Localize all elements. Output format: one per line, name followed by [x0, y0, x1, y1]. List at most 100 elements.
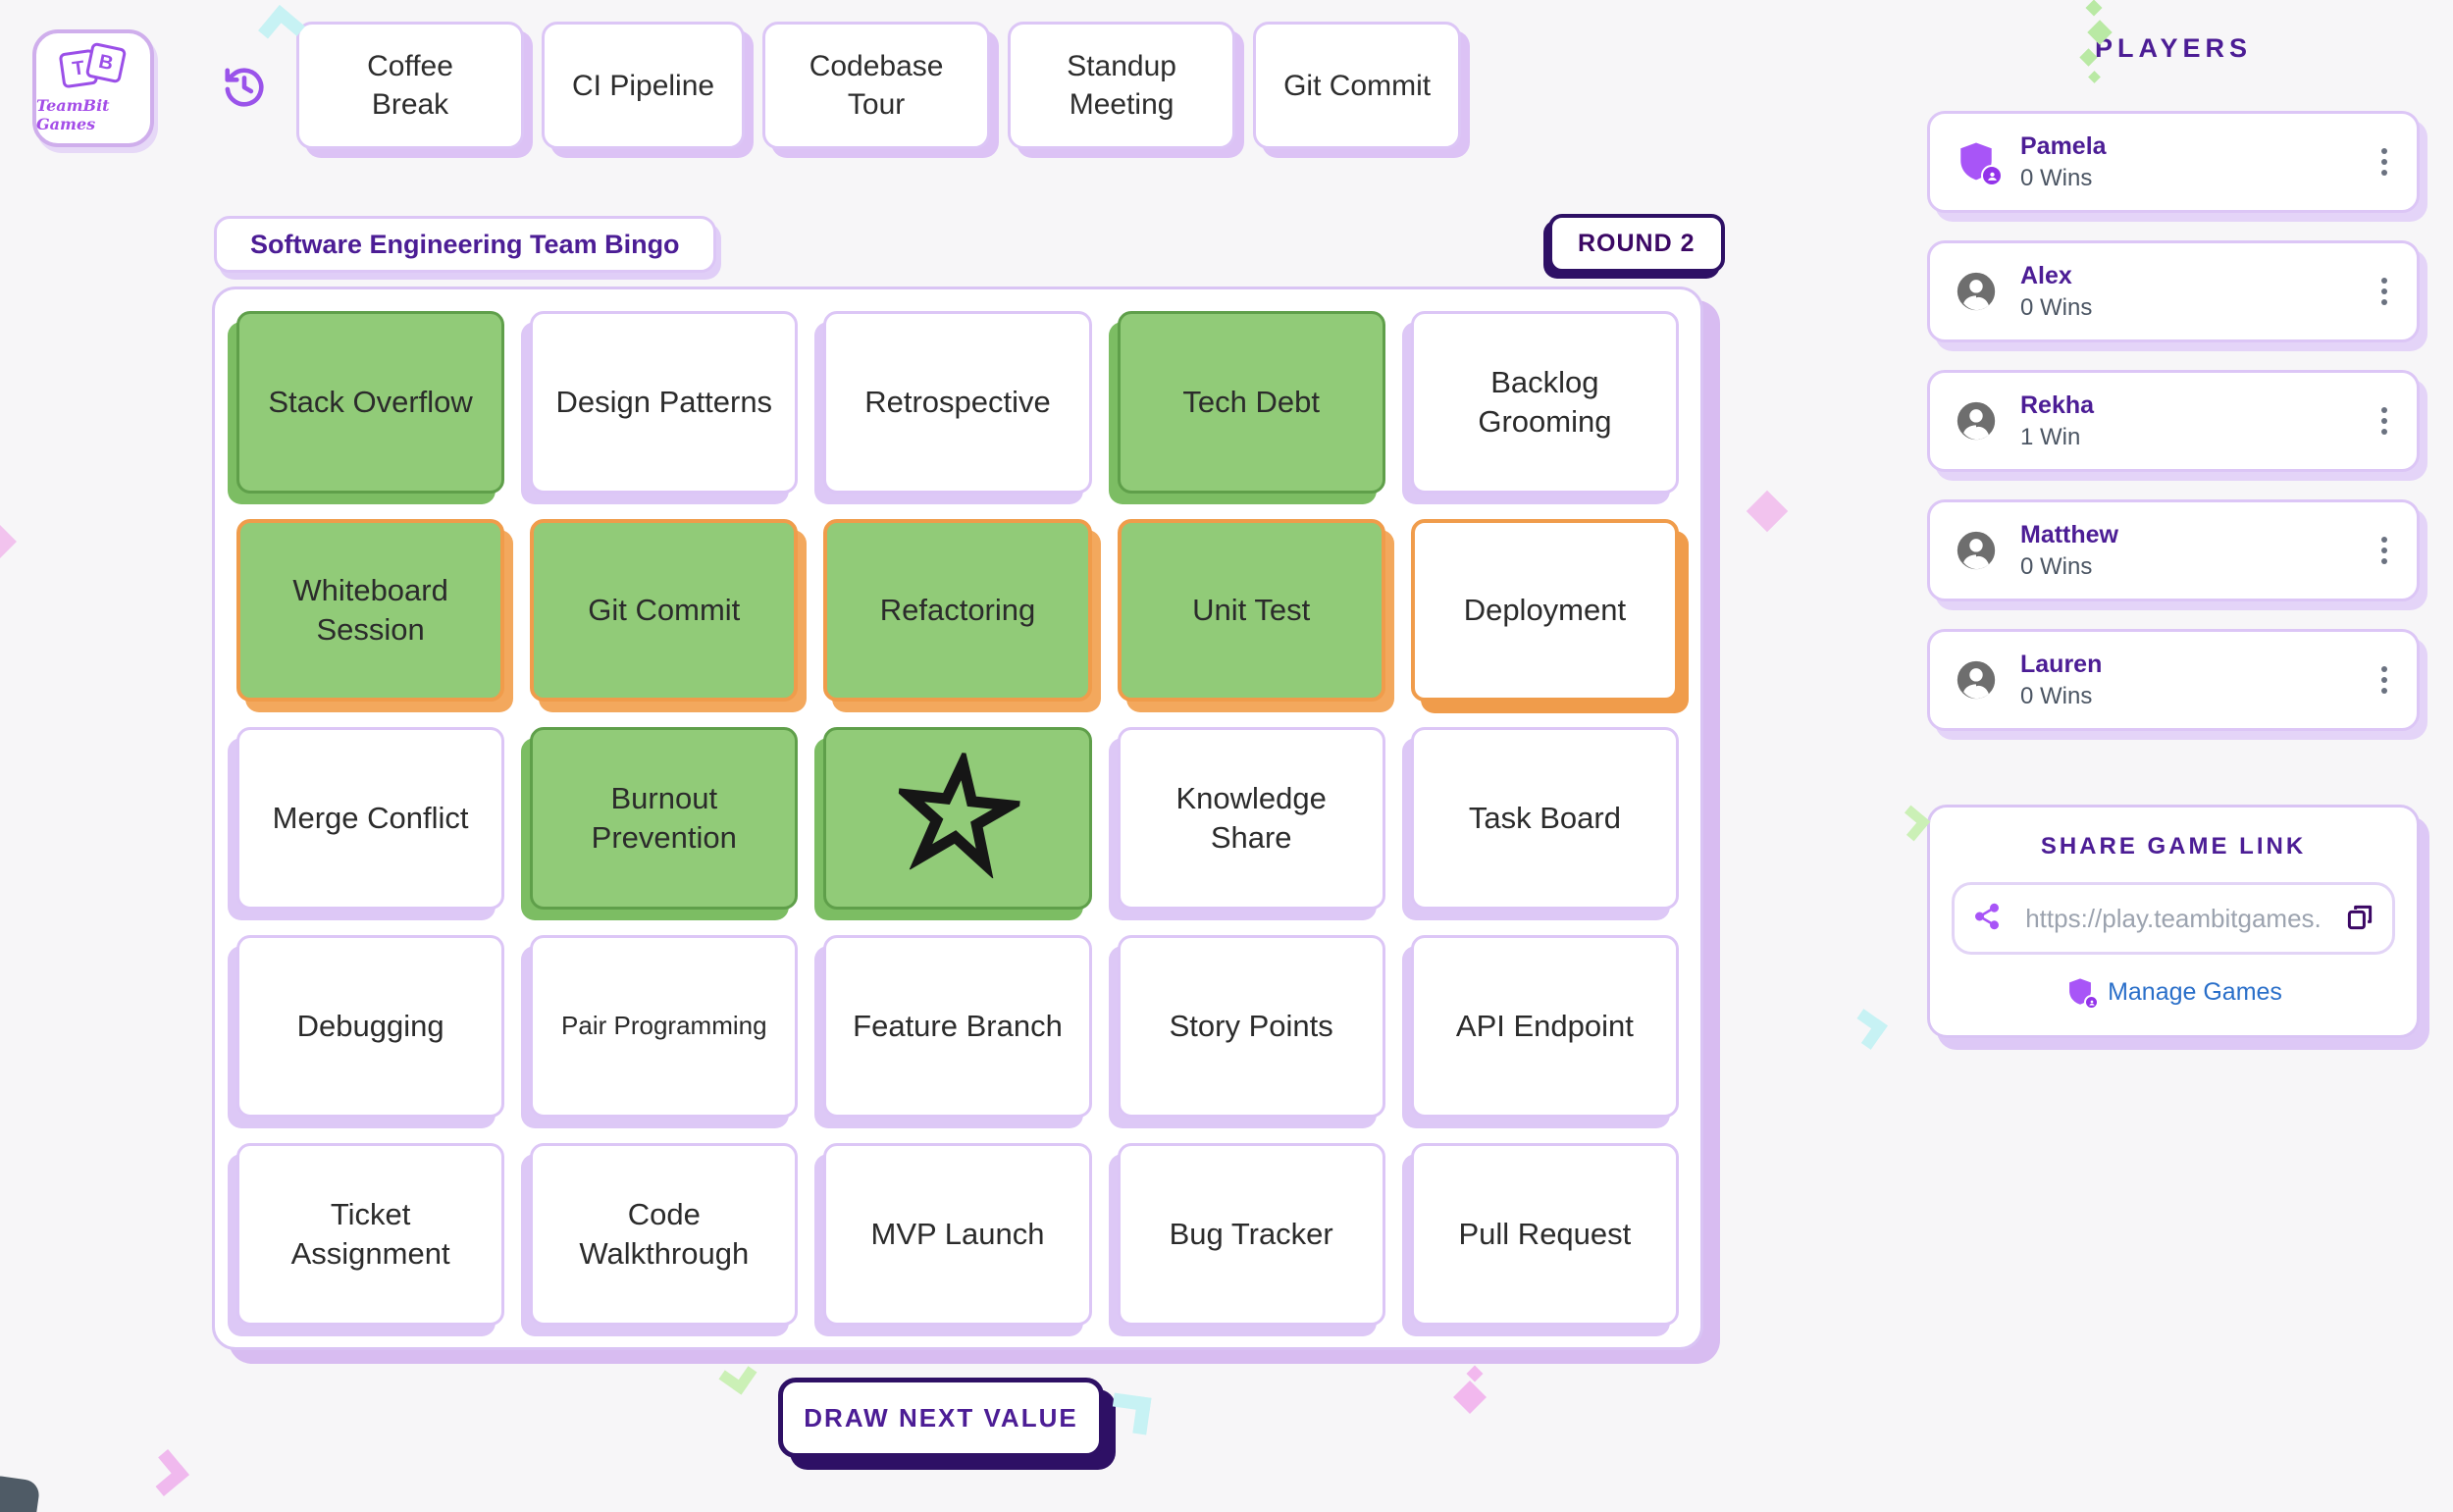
- players-list: Pamela 0 Wins Alex 0 Wins: [1927, 111, 2420, 731]
- draw-next-value-button[interactable]: DRAW NEXT VALUE: [778, 1378, 1104, 1458]
- manage-games-link[interactable]: Manage Games: [2064, 976, 2282, 1010]
- share-panel-heading: SHARE GAME LINK: [2040, 833, 2307, 860]
- bingo-cell-label: Design Patterns: [555, 384, 773, 419]
- share-icon: [1972, 902, 2002, 936]
- bingo-cell[interactable]: Pull Request: [1410, 1143, 1679, 1326]
- bingo-cell[interactable]: Task Board: [1410, 727, 1679, 910]
- bingo-cell-label: Ticket Assignment: [290, 1196, 450, 1271]
- history-icon: [222, 68, 267, 113]
- bingo-cell[interactable]: Refactoring: [823, 519, 1092, 702]
- bingo-cell-label: API Endpoint: [1455, 1008, 1634, 1043]
- bingo-cell[interactable]: [823, 727, 1092, 910]
- shield-user-icon: [1954, 139, 2003, 186]
- confetti-green-elbow: [1894, 805, 1931, 842]
- bingo-cell-label: Merge Conflict: [272, 800, 469, 835]
- bingo-cell-label: Knowledge Share: [1175, 780, 1327, 855]
- bingo-board: Stack Overflow Design Patterns Retrospecti…: [212, 287, 1703, 1350]
- drawn-value-chip: Git Commit: [1253, 22, 1462, 149]
- bingo-cell-label: Unit Test: [1192, 592, 1311, 627]
- bingo-cell[interactable]: Pair Programming: [530, 935, 799, 1118]
- shield-user-badge: [2084, 995, 2100, 1010]
- person-circle-icon: [1954, 528, 1999, 573]
- player-card: Rekha 1 Win: [1927, 370, 2420, 472]
- bingo-cell[interactable]: Feature Branch: [823, 935, 1092, 1118]
- player-menu-button[interactable]: [2375, 272, 2393, 311]
- drawn-value-label: Git Commit: [1283, 69, 1432, 102]
- drawn-values-row: Coffee Break CI Pipeline Codebase Tour Stan…: [296, 22, 1462, 149]
- star-icon: [892, 747, 1027, 884]
- copy-link-button[interactable]: [2345, 903, 2375, 935]
- confetti-cyan-elbow: [1109, 1392, 1152, 1435]
- bingo-cell[interactable]: Retrospective: [823, 311, 1092, 494]
- player-meta: Lauren 0 Wins: [2020, 651, 2354, 710]
- player-name: Rekha: [2020, 391, 2095, 419]
- drawn-value-label: CI Pipeline: [572, 69, 715, 102]
- player-name: Alex: [2020, 261, 2072, 289]
- bingo-cell[interactable]: Knowledge Share: [1117, 727, 1385, 910]
- player-menu-button[interactable]: [2375, 660, 2393, 700]
- bingo-cell[interactable]: Backlog Grooming: [1410, 311, 1679, 494]
- player-meta: Pamela 0 Wins: [2020, 132, 2354, 192]
- bingo-cell[interactable]: MVP Launch: [823, 1143, 1092, 1326]
- drawn-value-label: Codebase Tour: [809, 50, 944, 121]
- share-link-field[interactable]: https://play.teambitgames.: [1952, 882, 2395, 955]
- bingo-cell[interactable]: Bug Tracker: [1117, 1143, 1385, 1326]
- player-wins: 0 Wins: [2020, 293, 2093, 321]
- bingo-cell-label: Feature Branch: [853, 1008, 1063, 1043]
- player-card: Lauren 0 Wins: [1927, 629, 2420, 731]
- confetti-green-diamond: [2088, 71, 2101, 83]
- bingo-cell-label: Deployment: [1463, 592, 1627, 627]
- player-menu-button[interactable]: [2375, 531, 2393, 570]
- drawn-value-chip: Coffee Break: [296, 22, 524, 149]
- bingo-cell[interactable]: Deployment: [1410, 519, 1679, 702]
- bingo-cell[interactable]: Merge Conflict: [236, 727, 505, 910]
- player-name: Pamela: [2020, 131, 2107, 160]
- bingo-cell[interactable]: Tech Debt: [1117, 311, 1385, 494]
- confetti-pink-diamond: [1746, 490, 1789, 533]
- bingo-cell-label: Git Commit: [588, 592, 741, 627]
- bingo-cell[interactable]: Whiteboard Session: [236, 519, 505, 702]
- teambit-games-logo[interactable]: T B TeamBit Games: [32, 29, 154, 147]
- bingo-cell[interactable]: Unit Test: [1117, 519, 1385, 702]
- bingo-cell-label: Pull Request: [1458, 1216, 1632, 1251]
- bingo-cell-label: Task Board: [1468, 800, 1621, 835]
- player-wins: 0 Wins: [2020, 552, 2093, 580]
- confetti-cyan-chevron: [1847, 1009, 1888, 1050]
- bingo-cell[interactable]: Story Points: [1117, 935, 1385, 1118]
- game-title: Software Engineering Team Bingo: [214, 216, 716, 273]
- bingo-cell-label: Pair Programming: [561, 1011, 767, 1041]
- copy-icon: [2345, 903, 2375, 935]
- bingo-cell-label: Debugging: [296, 1008, 444, 1043]
- confetti-green-elbow: [718, 1356, 757, 1395]
- drawn-value-chip: CI Pipeline: [542, 22, 746, 149]
- bingo-cell[interactable]: Ticket Assignment: [236, 1143, 505, 1326]
- player-menu-button[interactable]: [2375, 142, 2393, 182]
- game-title-text: Software Engineering Team Bingo: [250, 229, 680, 259]
- drawn-value-label: Standup Meeting: [1067, 50, 1176, 121]
- bingo-cell-label: Code Walkthrough: [579, 1196, 750, 1271]
- bingo-cell[interactable]: Stack Overflow: [236, 311, 505, 494]
- draw-history-button[interactable]: [222, 65, 267, 110]
- bingo-cell-label: Tech Debt: [1182, 384, 1320, 419]
- bingo-cell[interactable]: Burnout Prevention: [530, 727, 799, 910]
- person-circle-icon: [1954, 657, 1999, 703]
- bingo-cell[interactable]: Git Commit: [530, 519, 799, 702]
- bingo-cell[interactable]: API Endpoint: [1410, 935, 1679, 1118]
- shield-user-icon: [2064, 976, 2100, 1010]
- bingo-cell[interactable]: Design Patterns: [530, 311, 799, 494]
- player-name: Matthew: [2020, 520, 2118, 548]
- player-meta: Alex 0 Wins: [2020, 262, 2354, 322]
- bingo-cell-label: Burnout Prevention: [591, 780, 737, 855]
- confetti-green-diamond: [2085, 0, 2103, 17]
- person-circle-icon: [1954, 269, 1999, 314]
- bingo-cell[interactable]: Code Walkthrough: [530, 1143, 799, 1326]
- confetti-pink-diamond: [0, 525, 17, 558]
- player-menu-button[interactable]: [2375, 401, 2393, 441]
- players-heading: PLAYERS: [2094, 33, 2253, 63]
- bingo-cell[interactable]: Debugging: [236, 935, 505, 1118]
- player-card: Alex 0 Wins: [1927, 240, 2420, 342]
- logo-blocks-icon: T B: [58, 41, 128, 94]
- manage-games-label: Manage Games: [2108, 977, 2282, 1006]
- confetti-pink-diamond: [1466, 1365, 1484, 1382]
